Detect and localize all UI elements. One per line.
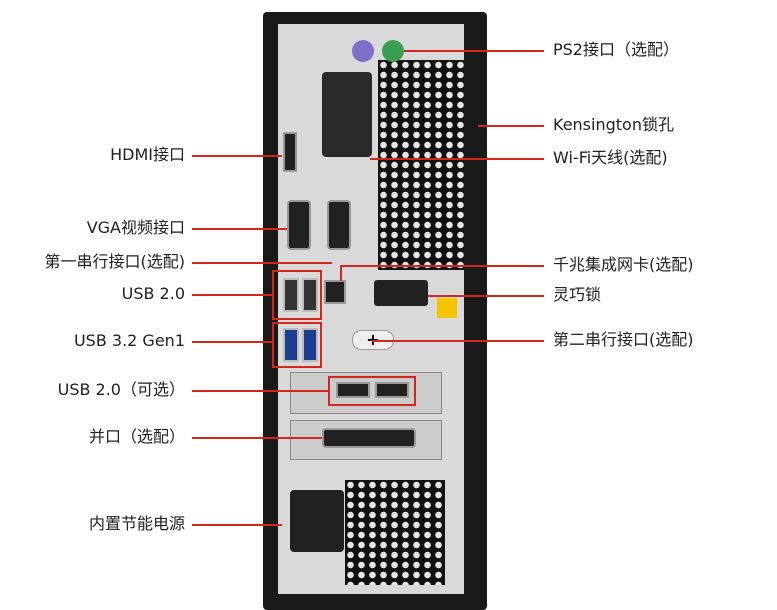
label-wifi: Wi-Fi天线(选配) <box>553 148 668 167</box>
label-serial-2: 第二串行接口(选配) <box>553 330 694 349</box>
psu-grille <box>345 480 445 585</box>
smart-lock <box>374 280 428 306</box>
vga-port <box>287 200 311 250</box>
usb2-optional-port <box>336 382 370 398</box>
label-psu: 内置节能电源 <box>88 514 185 533</box>
parallel-port <box>322 428 416 448</box>
usb2-highlight <box>272 270 322 320</box>
usb2-port <box>283 278 299 312</box>
label-usb2-optional: USB 2.0（可选） <box>57 380 185 399</box>
label-ps2: PS2接口（选配） <box>553 40 679 59</box>
usb2-optional-port <box>375 382 409 398</box>
wifi-antenna-cover <box>322 72 372 157</box>
ventilation-grille <box>378 60 464 270</box>
label-gigabit-lan: 千兆集成网卡(选配) <box>553 255 694 274</box>
serial-port-1 <box>327 200 351 250</box>
usb3-port <box>283 328 299 362</box>
label-parallel: 并口（选配） <box>88 427 185 446</box>
usb3-highlight <box>272 322 322 368</box>
label-hdmi: HDMI接口 <box>110 145 185 164</box>
label-vga: VGA视频接口 <box>86 218 185 237</box>
usb2-port <box>302 278 318 312</box>
label-usb2: USB 2.0 <box>121 284 185 303</box>
usb2-optional-highlight <box>328 376 416 406</box>
ps2-keyboard-port <box>382 40 404 62</box>
label-smart-lock: 灵巧锁 <box>553 285 602 304</box>
label-kensington: Kensington锁孔 <box>553 115 674 134</box>
label-usb3: USB 3.2 Gen1 <box>73 331 185 350</box>
power-inlet <box>290 490 344 552</box>
label-serial-1: 第一串行接口(选配) <box>44 252 186 271</box>
warning-icon <box>437 298 457 318</box>
ethernet-port <box>324 280 346 304</box>
hdmi-port <box>283 132 297 172</box>
usb3-port <box>302 328 318 362</box>
ps2-mouse-port <box>352 40 374 62</box>
